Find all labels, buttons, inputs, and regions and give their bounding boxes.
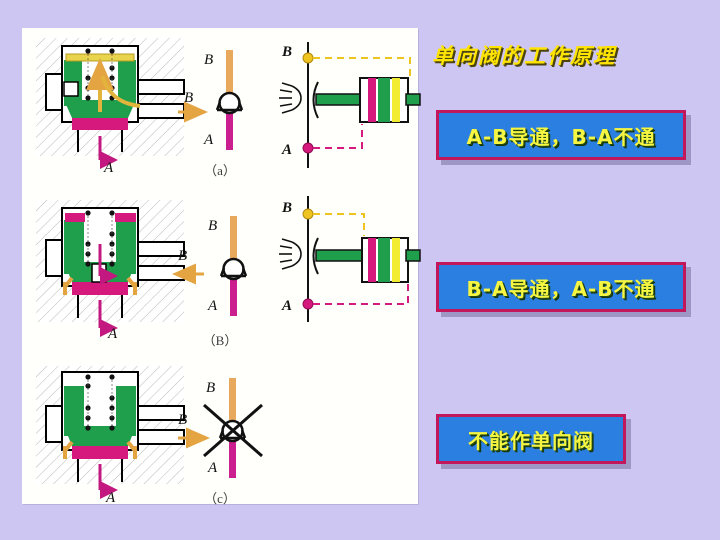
circuit-node-a xyxy=(302,142,314,154)
piston-band-1 xyxy=(368,78,376,122)
row-2-circuit: B A xyxy=(270,196,421,322)
symbol-line-a xyxy=(229,440,236,478)
valve-label-b: B xyxy=(184,90,193,106)
row-2-label: （B） xyxy=(202,333,238,348)
valve-label-a: A xyxy=(103,160,114,176)
circuit-arc xyxy=(312,81,319,119)
circuit-node-b xyxy=(302,52,314,64)
symbol-line-b xyxy=(230,216,237,260)
row-2-symbol: B A xyxy=(200,212,270,318)
valve-label-a: A xyxy=(105,490,116,506)
circuit-label-b: B xyxy=(281,200,292,216)
valve-label-a: A xyxy=(107,326,118,342)
circuit-line-b xyxy=(313,213,365,236)
symbol-label-a: A xyxy=(203,132,214,148)
row-1-label: （a） xyxy=(204,163,236,178)
valve-port-b-upper xyxy=(131,79,185,95)
valve-label-b: B xyxy=(178,248,187,264)
valve-poppet xyxy=(64,386,136,446)
symbol-label-b: B xyxy=(208,218,217,234)
piston-band-2 xyxy=(378,78,390,122)
row-1-valve-section: A B xyxy=(28,32,208,176)
circuit-line-b xyxy=(313,57,411,76)
callout-none: 不能作单向阀 xyxy=(436,414,626,464)
flow-path-to-b xyxy=(100,75,141,108)
callout-ba: B-A导通，A-B不通 xyxy=(436,262,686,312)
circuit-arc xyxy=(312,237,319,275)
symbol-cross-out-icon xyxy=(203,403,263,458)
symbol-label-b: B xyxy=(206,380,215,396)
piston-band-2 xyxy=(378,238,390,282)
circuit-label-b: B xyxy=(281,44,292,60)
piston-band-3 xyxy=(392,78,400,122)
valve-seal-top xyxy=(65,53,135,62)
cylinder-rod-right xyxy=(405,93,421,106)
symbol-label-a: A xyxy=(207,298,218,314)
row-3-label: （c） xyxy=(204,491,236,506)
valve-left-slot xyxy=(63,81,79,97)
row-1-symbol: B A xyxy=(196,46,266,152)
symbol-line-a xyxy=(226,112,233,150)
cylinder-rod-left xyxy=(315,249,365,262)
circuit-node-b xyxy=(302,208,314,220)
page-title: 单向阀的工作原理 xyxy=(432,44,616,68)
symbol-line-b xyxy=(229,378,236,422)
symbol-line-a xyxy=(230,278,237,316)
row-3-valve-section: A B xyxy=(28,362,210,506)
piston-band-1 xyxy=(368,238,376,282)
row-2-valve-section: A B xyxy=(28,196,208,344)
valve-label-b: B xyxy=(178,412,187,428)
piston-band-3 xyxy=(392,238,400,282)
callout-ab: A-B导通，B-A不通 xyxy=(436,110,686,160)
callout-ba-label: B-A导通，A-B不通 xyxy=(466,276,656,301)
row-3-symbol: B A xyxy=(196,372,286,482)
symbol-label-b: B xyxy=(204,52,213,68)
valve-seal-top-right xyxy=(115,213,136,222)
valve-spring-dots xyxy=(85,210,115,267)
circuit-line-a xyxy=(313,284,409,305)
circuit-label-a: A xyxy=(281,142,292,158)
circuit-node-a xyxy=(302,298,314,310)
circuit-label-a: A xyxy=(281,298,292,314)
valve-port-b-lower xyxy=(131,265,185,281)
valve-port-b-upper xyxy=(131,241,185,257)
valve-seal-bottom xyxy=(72,118,128,130)
circuit-line-a xyxy=(313,124,363,149)
valve-seal-top-left xyxy=(65,213,85,222)
cylinder-rod-right xyxy=(405,249,421,262)
valve-seal-bottom xyxy=(72,282,128,295)
valve-port-b-lower xyxy=(131,429,185,445)
symbol-label-a: A xyxy=(207,460,218,476)
valve-port-b-upper xyxy=(131,405,185,421)
valve-spring-dots xyxy=(85,374,115,431)
callout-none-label: 不能作单向阀 xyxy=(468,428,594,453)
symbol-line-b xyxy=(226,50,233,94)
row-1-circuit: B A xyxy=(270,42,421,168)
circuit-spring-support xyxy=(279,238,302,270)
circuit-spring-support xyxy=(279,82,302,114)
callout-ab-label: A-B导通，B-A不通 xyxy=(466,124,656,149)
